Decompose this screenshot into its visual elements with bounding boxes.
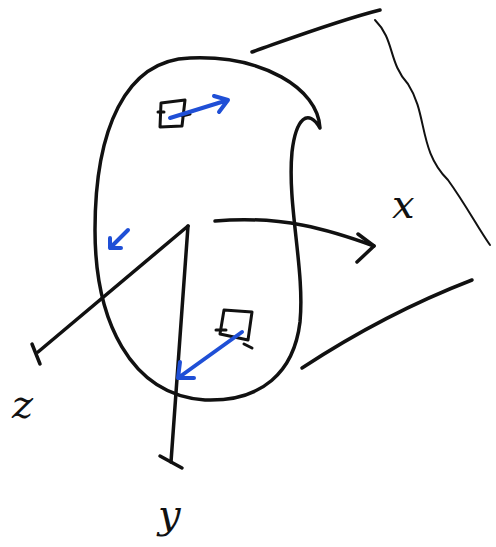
y-axis — [171, 226, 188, 462]
cross-section — [95, 58, 320, 400]
beam-edge — [302, 280, 472, 368]
arrow-head — [357, 234, 374, 262]
stress-element — [216, 310, 252, 348]
x-axis — [215, 220, 374, 246]
axis-label: y — [158, 494, 181, 534]
stress-arrow — [110, 230, 128, 248]
stress-arrow — [170, 96, 228, 118]
axis-tick — [160, 456, 182, 468]
beam-break — [375, 20, 490, 245]
axis-label: z — [12, 384, 33, 424]
stress-arrow — [178, 332, 242, 378]
axis-tick — [32, 344, 40, 364]
axis-label: x — [392, 184, 415, 224]
beam-edge — [252, 10, 380, 52]
z-axis — [38, 226, 188, 352]
